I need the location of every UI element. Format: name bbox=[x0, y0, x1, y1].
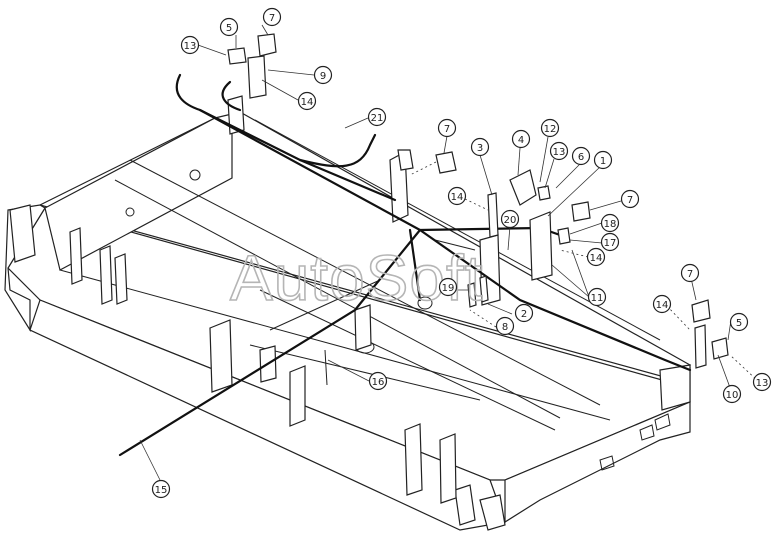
svg-text:8: 8 bbox=[502, 322, 508, 333]
svg-text:19: 19 bbox=[442, 283, 455, 294]
svg-text:21: 21 bbox=[371, 113, 384, 124]
svg-text:14: 14 bbox=[656, 300, 669, 311]
svg-text:11: 11 bbox=[591, 293, 604, 304]
callout-13[interactable]: 13 bbox=[549, 141, 569, 161]
svg-text:7: 7 bbox=[444, 124, 450, 135]
svg-text:15: 15 bbox=[155, 485, 168, 496]
callout-1[interactable]: 1 bbox=[593, 150, 613, 170]
callout-10[interactable]: 10 bbox=[722, 384, 742, 404]
callout-16[interactable]: 16 bbox=[368, 371, 388, 391]
callout-8[interactable]: 8 bbox=[495, 316, 515, 336]
callout-14[interactable]: 14 bbox=[447, 186, 467, 206]
callout-7[interactable]: 7 bbox=[437, 118, 457, 138]
svg-text:13: 13 bbox=[553, 147, 566, 158]
svg-text:9: 9 bbox=[320, 71, 326, 82]
svg-text:3: 3 bbox=[477, 143, 483, 154]
svg-text:13: 13 bbox=[756, 378, 769, 389]
svg-text:20: 20 bbox=[504, 215, 517, 226]
svg-text:5: 5 bbox=[736, 318, 742, 329]
callout-5[interactable]: 5 bbox=[729, 312, 749, 332]
svg-text:10: 10 bbox=[726, 390, 739, 401]
svg-text:1: 1 bbox=[600, 156, 606, 167]
callout-13[interactable]: 13 bbox=[752, 372, 772, 392]
callout-14[interactable]: 14 bbox=[586, 247, 606, 267]
svg-text:7: 7 bbox=[627, 195, 633, 206]
callout-12[interactable]: 12 bbox=[540, 118, 560, 138]
callout-9[interactable]: 9 bbox=[313, 65, 333, 85]
svg-text:7: 7 bbox=[269, 13, 275, 24]
svg-text:13: 13 bbox=[184, 41, 197, 52]
svg-text:17: 17 bbox=[604, 238, 617, 249]
callout-14[interactable]: 14 bbox=[297, 91, 317, 111]
callout-7[interactable]: 7 bbox=[680, 263, 700, 283]
callout-21[interactable]: 21 bbox=[367, 107, 387, 127]
svg-text:4: 4 bbox=[518, 135, 524, 146]
callout-4[interactable]: 4 bbox=[511, 129, 531, 149]
callout-5[interactable]: 5 bbox=[219, 17, 239, 37]
callout-6[interactable]: 6 bbox=[571, 146, 591, 166]
callout-13[interactable]: 13 bbox=[180, 35, 200, 55]
callout-18[interactable]: 18 bbox=[600, 213, 620, 233]
svg-text:5: 5 bbox=[226, 23, 232, 34]
svg-text:16: 16 bbox=[372, 377, 385, 388]
callout-7[interactable]: 7 bbox=[262, 7, 282, 27]
callout-11[interactable]: 11 bbox=[587, 287, 607, 307]
svg-text:2: 2 bbox=[521, 309, 527, 320]
svg-text:14: 14 bbox=[451, 192, 464, 203]
callouts: 7 5 13 9 14 21 7 3 4 12 13 6 1 7 14 20 1… bbox=[151, 7, 772, 499]
svg-text:7: 7 bbox=[687, 269, 693, 280]
callout-7[interactable]: 7 bbox=[620, 189, 640, 209]
callout-2[interactable]: 2 bbox=[514, 303, 534, 323]
callout-3[interactable]: 3 bbox=[470, 137, 490, 157]
callout-17[interactable]: 17 bbox=[600, 232, 620, 252]
callout-15[interactable]: 15 bbox=[151, 479, 171, 499]
callout-19[interactable]: 19 bbox=[438, 277, 458, 297]
svg-text:18: 18 bbox=[604, 219, 617, 230]
callout-20[interactable]: 20 bbox=[500, 209, 520, 229]
svg-text:6: 6 bbox=[578, 152, 584, 163]
svg-text:14: 14 bbox=[301, 97, 314, 108]
callout-14[interactable]: 14 bbox=[652, 294, 672, 314]
parts bbox=[227, 33, 729, 386]
watermark-text: AutoSoft bbox=[230, 242, 484, 314]
svg-text:14: 14 bbox=[590, 253, 603, 264]
svg-text:12: 12 bbox=[544, 124, 557, 135]
